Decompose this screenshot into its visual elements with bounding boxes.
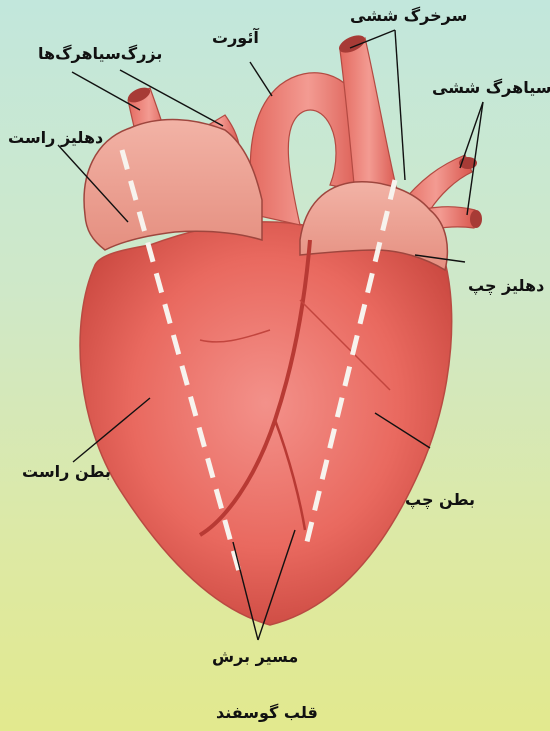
label-cut-path: مسیر برش	[212, 647, 298, 666]
label-right-ventricle: بطن راست	[22, 462, 111, 481]
label-pulmonary-vein: سیاهرگ ششی	[432, 78, 550, 97]
label-right-atrium: دهلیز راست	[8, 128, 103, 147]
label-vena-cava: بزرگ‌سیاهرگ‌ها	[38, 44, 162, 63]
label-left-ventricle: بطن چپ	[405, 490, 475, 509]
ventricles	[80, 222, 452, 625]
label-aorta: آئورت	[212, 28, 259, 47]
label-pulmonary-artery: سرخرگ ششی	[350, 6, 467, 25]
label-left-atrium: دهلیز چپ	[468, 276, 544, 295]
figure-caption: قلب گوسفند	[216, 703, 318, 722]
right-atrium-shape	[84, 120, 262, 250]
